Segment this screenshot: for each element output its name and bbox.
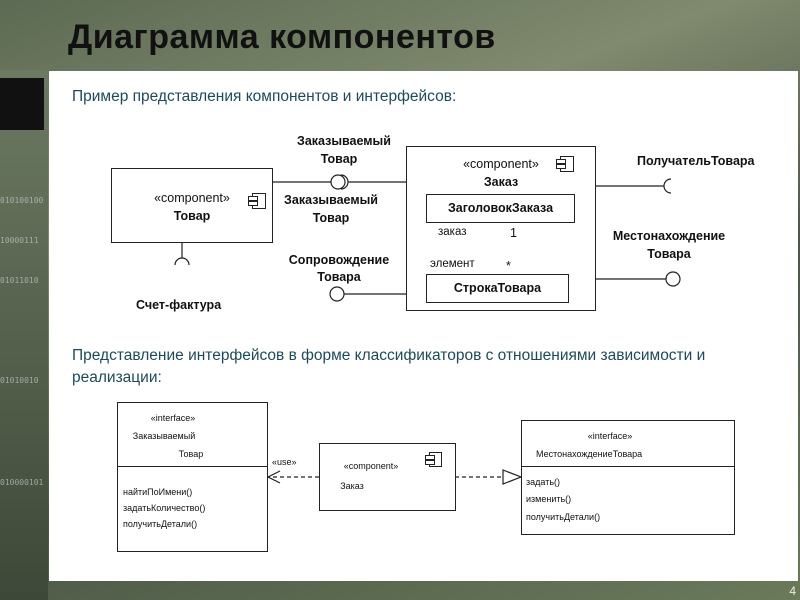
slide-title: Диаграмма компонентов: [68, 18, 496, 56]
operation: получитьДетали(): [123, 519, 198, 529]
component-stereotype: «component»: [463, 157, 539, 171]
page-number: 4: [789, 584, 796, 598]
binary-decoration: 01011010: [0, 276, 39, 285]
iface-support-label: Сопровождение Товара: [288, 253, 390, 284]
operation: получитьДетали(): [526, 512, 601, 522]
interface-name: МестонахождениеТовара: [536, 449, 643, 459]
binary-decoration: 010000101: [0, 478, 44, 487]
iface-ordered-provided-label: Заказываемый Товар: [297, 134, 391, 166]
section2-heading: Представление интерфейсов в форме класси…: [72, 347, 706, 386]
assoc-role-bottom: элемент: [430, 258, 475, 270]
part-header: ЗаголовокЗаказа: [426, 194, 575, 223]
component-icon: [248, 193, 266, 209]
component-name: Заказ: [340, 481, 364, 491]
background-strip: [0, 70, 48, 600]
component-name: Заказ: [483, 175, 519, 189]
divider: [522, 466, 734, 467]
background-dark-block: [0, 78, 44, 130]
interface-stereotype: «interface»: [150, 413, 196, 423]
operation: найтиПоИмени(): [123, 487, 193, 497]
operation: задатьКоличество(): [123, 503, 206, 513]
assoc-multiplicity-top: 1: [510, 226, 517, 240]
assoc-role-top: заказ: [438, 226, 467, 238]
component-icon: [425, 452, 442, 467]
interface-name-line2: Товар: [178, 449, 204, 459]
interface-classifier-location: «interface» МестонахождениеТовара задать…: [521, 420, 735, 535]
component-stereotype: «component»: [343, 461, 399, 471]
interface-name-line1: Заказываемый: [132, 431, 196, 441]
part-line-label: СтрокаТовара: [453, 281, 542, 295]
component-tovar: «component» Товар: [111, 168, 273, 243]
divider: [118, 466, 267, 467]
binary-decoration: 10000111: [0, 236, 39, 245]
operation: задать(): [526, 477, 560, 487]
component-icon: [556, 156, 574, 172]
interface-stereotype: «interface»: [587, 431, 633, 441]
operation: изменить(): [526, 494, 572, 504]
iface-location-label: Местонахождение Товара: [612, 229, 726, 261]
iface-receiver-label: ПолучательТовара: [637, 154, 755, 168]
component-name: Товар: [173, 209, 211, 223]
component-zakaz-small: «component» Заказ: [319, 443, 456, 511]
iface-ordered-required-label: Заказываемый Товар: [284, 193, 378, 225]
iface-invoice-label: Счет-фактура: [136, 298, 222, 312]
interface-classifier-ordered: «interface» Заказываемый Товар найтиПоИм…: [117, 402, 268, 552]
use-dependency-label: «use»: [272, 457, 297, 467]
binary-decoration: 01010010: [0, 376, 39, 385]
binary-decoration: 010100100: [0, 196, 44, 205]
component-stereotype: «component»: [154, 191, 230, 205]
part-header-label: ЗаголовокЗаказа: [447, 201, 554, 215]
assoc-multiplicity-bottom: *: [506, 259, 511, 273]
section1-heading: Пример представления компонентов и интер…: [72, 88, 457, 105]
part-line: СтрокаТовара: [426, 274, 569, 303]
